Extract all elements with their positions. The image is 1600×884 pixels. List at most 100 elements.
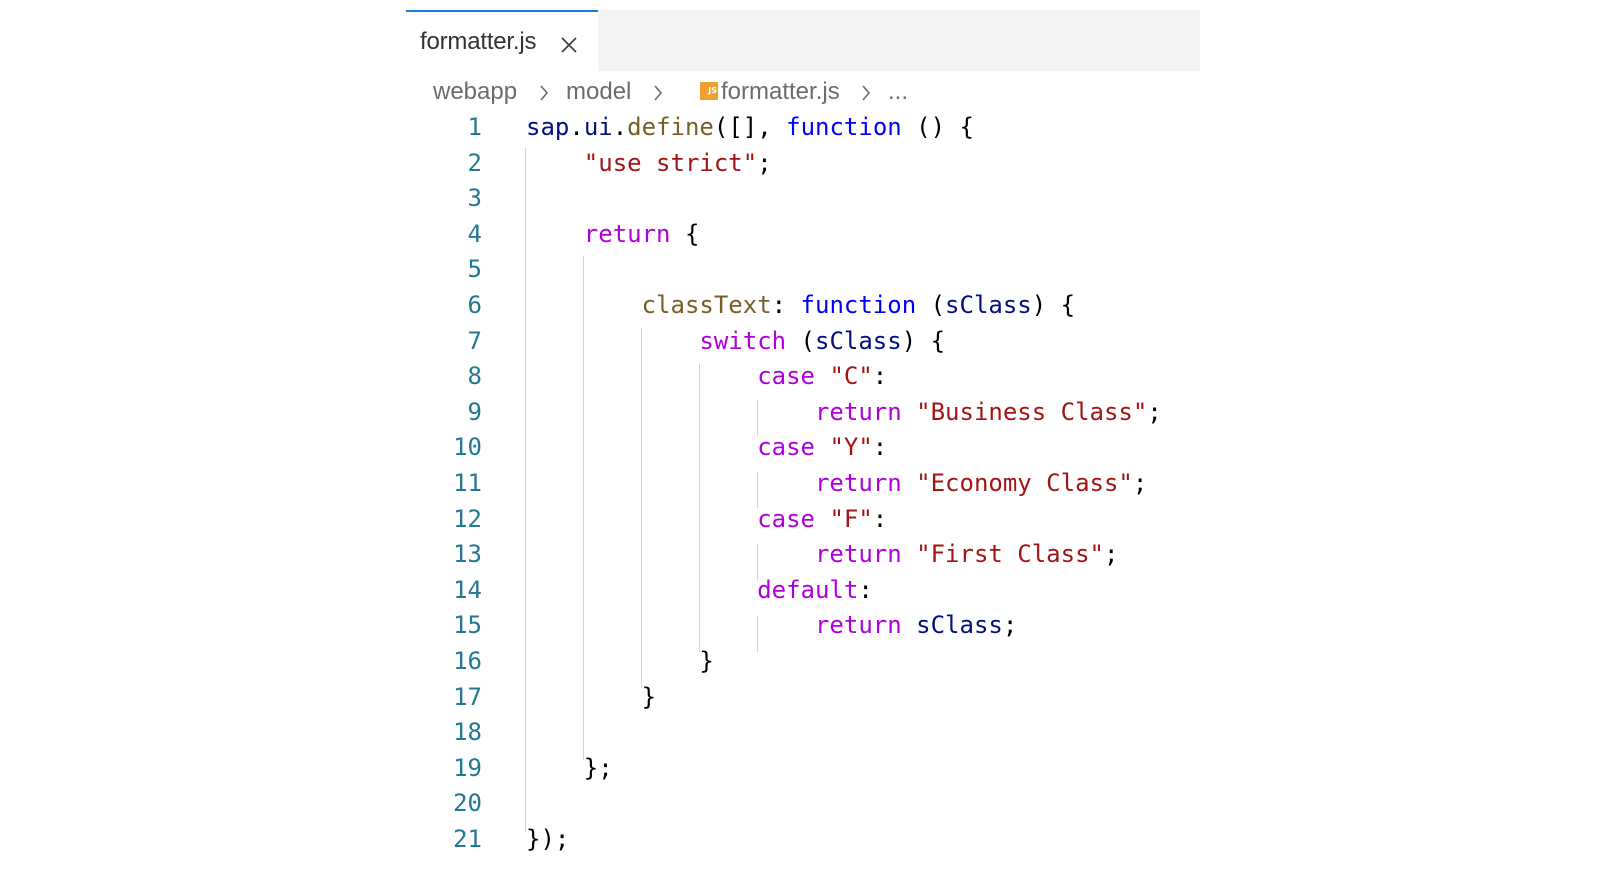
code-token: [526, 576, 757, 604]
code-line[interactable]: 2 "use strict";: [406, 148, 1200, 184]
tab-formatter-js[interactable]: formatter.js: [406, 10, 598, 71]
code-line[interactable]: 20: [406, 788, 1200, 824]
chevron-right-icon: [650, 82, 666, 104]
code-token: [902, 540, 916, 568]
code-token: "use strict": [583, 148, 758, 177]
line-number: 14: [453, 575, 482, 604]
code-line[interactable]: 7 switch (sClass) {: [406, 326, 1200, 362]
code-line[interactable]: 13 return "First Class";: [406, 539, 1200, 575]
breadcrumb-item-file[interactable]: formatter.js: [721, 78, 840, 105]
chevron-right-icon: [536, 82, 552, 104]
code-token: [526, 505, 757, 533]
code-token: }: [526, 647, 714, 675]
code-line[interactable]: 4 return {: [406, 219, 1200, 255]
breadcrumb-item-webapp[interactable]: webapp: [433, 78, 518, 105]
code-line[interactable]: 16 }: [406, 646, 1200, 682]
close-icon[interactable]: [558, 34, 580, 56]
code-line[interactable]: 18: [406, 717, 1200, 753]
code-line[interactable]: 10 case "Y":: [406, 432, 1200, 468]
code-token: "C": [829, 362, 873, 391]
code-line[interactable]: 19 };: [406, 753, 1200, 789]
code-token: "First Class": [916, 540, 1104, 569]
code-line[interactable]: 9 return "Business Class";: [406, 397, 1200, 433]
code-token: ) {: [1031, 291, 1076, 319]
code-token: [815, 433, 829, 461]
code-line[interactable]: 3: [406, 183, 1200, 219]
line-number: 17: [453, 682, 482, 711]
code-token: [526, 291, 642, 319]
code-token: :: [858, 575, 873, 604]
code-token: ([],: [713, 113, 787, 141]
code-line[interactable]: 12 case "F":: [406, 504, 1200, 540]
line-source: return "First Class";: [526, 540, 1118, 568]
indent-guide: [757, 472, 758, 508]
line-source: return {: [526, 219, 700, 248]
code-token: () {: [901, 113, 974, 141]
line-number: 19: [453, 753, 482, 782]
breadcrumb-item-more[interactable]: ...: [888, 78, 909, 105]
code-token: sClass: [916, 611, 1003, 640]
line-number: 3: [467, 184, 482, 213]
line-source: "use strict";: [526, 149, 772, 177]
code-token: [526, 469, 815, 497]
line-source: return sClass;: [526, 611, 1017, 639]
line-number: 11: [453, 469, 482, 497]
code-token: {: [670, 219, 700, 248]
code-token: default: [757, 575, 859, 604]
breadcrumb-item-model[interactable]: model: [566, 78, 632, 105]
line-source: return "Business Class";: [526, 398, 1162, 426]
line-source: case "F":: [526, 505, 887, 533]
code-token: [526, 433, 757, 461]
code-token: switch: [699, 326, 787, 355]
code-token: [526, 362, 757, 390]
code-token: :: [771, 291, 801, 319]
code-token: return: [814, 611, 902, 640]
code-token: return: [583, 219, 671, 248]
code-token: [526, 220, 584, 248]
code-line[interactable]: 11 return "Economy Class";: [406, 468, 1200, 504]
code-line[interactable]: 15 return sClass;: [406, 610, 1200, 646]
line-source: }: [526, 647, 714, 675]
code-token: [526, 611, 815, 639]
code-token: case: [757, 504, 815, 533]
indent-guide: [757, 616, 758, 652]
code-line[interactable]: 5: [406, 254, 1200, 290]
line-number: 9: [467, 397, 482, 426]
line-source: classText: function (sClass) {: [526, 291, 1076, 319]
line-source: case "Y":: [526, 433, 887, 461]
line-number: 15: [453, 611, 482, 640]
line-source: default:: [526, 576, 873, 604]
code-line[interactable]: 6 classText: function (sClass) {: [406, 290, 1200, 326]
code-line[interactable]: 8 case "C":: [406, 361, 1200, 397]
line-source: });: [526, 825, 569, 853]
code-token: .: [569, 113, 584, 141]
javascript-file-icon: JS: [700, 82, 718, 100]
indent-guide: [757, 400, 758, 436]
code-token: [526, 327, 699, 355]
line-source: return "Economy Class";: [526, 469, 1147, 497]
code-token: ;: [1132, 469, 1148, 497]
code-line[interactable]: 17 }: [406, 682, 1200, 718]
code-token: function: [800, 291, 917, 319]
code-token: "Business Class": [916, 397, 1148, 426]
line-source: switch (sClass) {: [526, 327, 945, 355]
code-token: (: [916, 291, 946, 319]
code-token: [902, 611, 916, 639]
code-token: ui: [583, 113, 613, 141]
code-token: return: [814, 540, 902, 569]
line-number: 6: [467, 291, 482, 319]
line-number: 2: [467, 148, 482, 177]
breadcrumb: webapp model JS formatter.js ...: [406, 74, 1200, 114]
code-token: });: [526, 825, 570, 853]
code-token: ;: [1147, 397, 1162, 426]
indent-guide: [525, 148, 526, 832]
code-token: };: [526, 753, 613, 782]
code-token: }: [526, 682, 657, 711]
line-number: 12: [453, 504, 482, 533]
code-line[interactable]: 21});: [406, 824, 1200, 860]
line-number: 4: [467, 219, 482, 248]
code-token: case: [757, 433, 815, 462]
code-token: "Economy Class": [916, 469, 1133, 497]
code-line[interactable]: 14 default:: [406, 575, 1200, 611]
